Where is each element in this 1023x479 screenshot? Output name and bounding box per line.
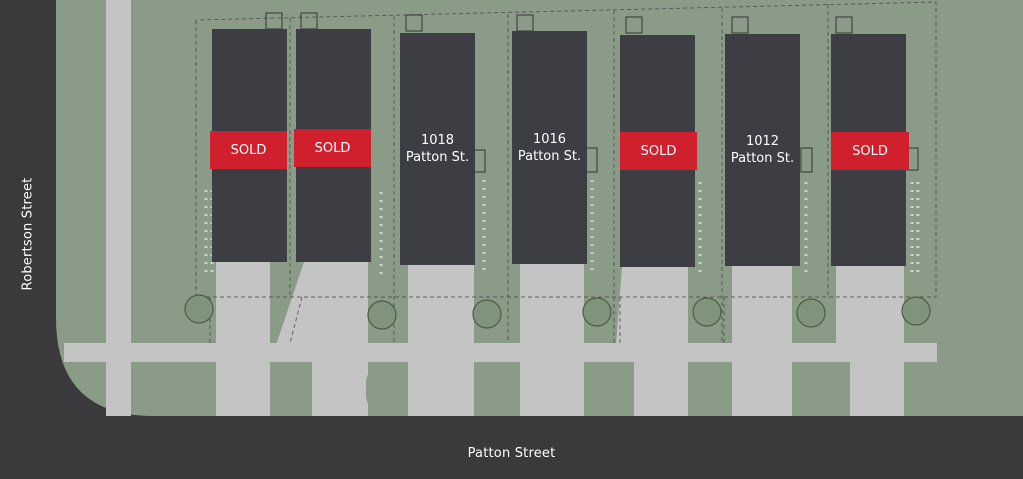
street-label-robertson: Robertson Street [20, 177, 36, 291]
lot-number: 1018 [420, 133, 455, 148]
street-label-patton: Patton Street [467, 446, 556, 461]
sidewalk-horizontal [64, 343, 937, 362]
sold-badge: SOLD [620, 132, 697, 170]
lot-1016-patton[interactable]: 1016 Patton St. [512, 31, 587, 264]
lot-street: Patton St. [405, 150, 470, 165]
lot-number: 1012 [745, 134, 780, 149]
lot-address-label: 1018 Patton St. [400, 132, 475, 166]
lot-street: Patton St. [730, 151, 795, 166]
lot-street: Patton St. [517, 148, 582, 164]
trees [184, 294, 931, 330]
sold-badge: SOLD [831, 132, 909, 170]
lot-address-label: 1012 Patton St. [725, 133, 800, 167]
lot-number: 1016 [532, 131, 567, 147]
lot-1018-patton[interactable]: 1018 Patton St. [400, 33, 475, 265]
lot-boundaries [195, 1, 937, 344]
lawn-islands [274, 362, 934, 416]
sold-badge: SOLD [294, 129, 371, 167]
lot-1012-patton[interactable]: 1012 Patton St. [725, 34, 800, 266]
lot-address-label: 1016 Patton St. [512, 131, 587, 165]
fence-dots [204, 180, 920, 276]
sold-badge: SOLD [210, 131, 287, 169]
driveways [216, 262, 904, 416]
